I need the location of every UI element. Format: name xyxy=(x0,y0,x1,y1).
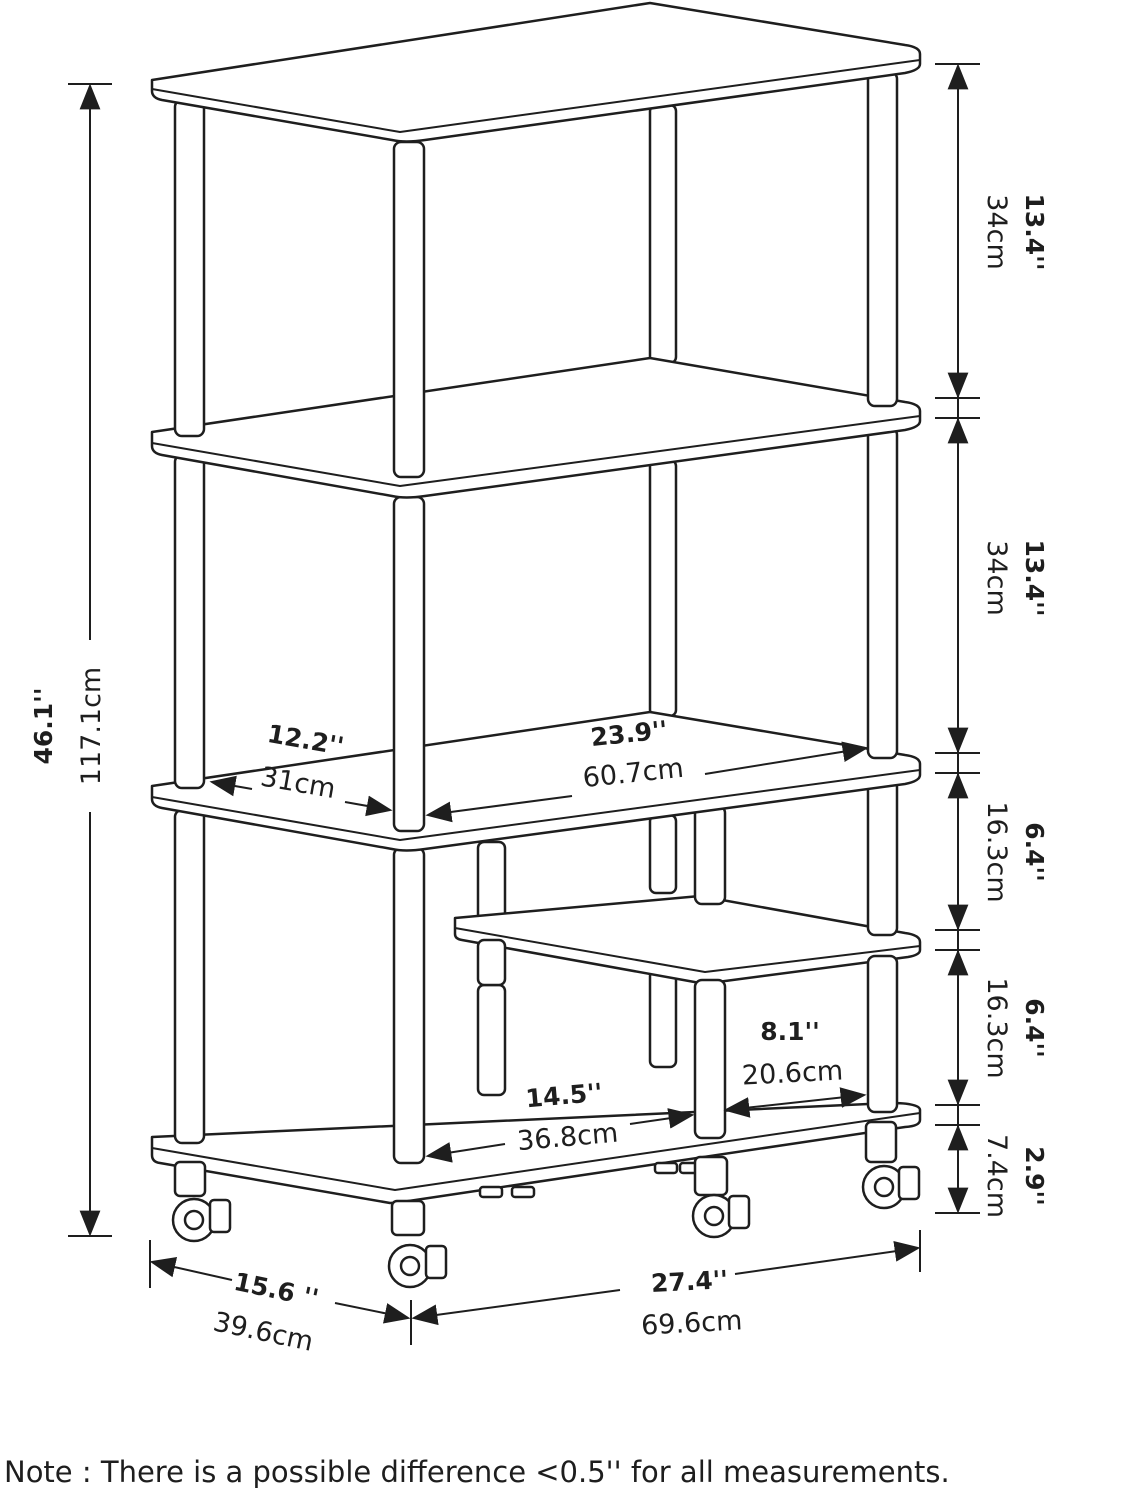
front-posts-lower xyxy=(173,778,899,1165)
second-shelf xyxy=(150,356,922,499)
small-shelf xyxy=(453,894,922,987)
second-gap-inch-label: 13.4'' xyxy=(1020,540,1049,617)
fourth-gap-cm-label: 16.3cm xyxy=(981,977,1012,1078)
front-posts-middle xyxy=(173,426,899,833)
bottom-gap-inch-label: 2.9'' xyxy=(1020,1146,1049,1206)
overall-width-cm-label: 69.6cm xyxy=(640,1305,743,1341)
overall-width-inch-label: 27.4'' xyxy=(650,1265,728,1298)
shelf-unit-drawing xyxy=(150,1,922,1289)
top-shelf xyxy=(150,1,922,143)
dimension-lines xyxy=(68,63,980,1345)
total-height-inch-label: 46.1'' xyxy=(29,688,58,765)
caster-wheels xyxy=(171,1120,921,1289)
third-shelf xyxy=(150,710,922,852)
top-gap-cm-label: 34cm xyxy=(981,194,1012,270)
bottom-shelf xyxy=(150,1101,922,1205)
fourth-gap-inch-label: 6.4'' xyxy=(1020,998,1049,1058)
overall-depth-cm-label: 39.6cm xyxy=(210,1306,315,1357)
third-gap-inch-label: 6.4'' xyxy=(1020,822,1049,882)
front-posts-upper xyxy=(173,70,899,479)
third-gap-cm-label: 16.3cm xyxy=(981,801,1012,902)
top-gap-inch-label: 13.4'' xyxy=(1020,194,1049,271)
lower-opening-inch-label: 14.5'' xyxy=(524,1078,603,1114)
bottom-gap-cm-label: 7.4cm xyxy=(981,1134,1012,1218)
back-posts xyxy=(476,103,678,1097)
overall-depth-inch-label: 15.6 '' xyxy=(231,1267,321,1313)
second-gap-cm-label: 34cm xyxy=(981,540,1012,616)
measurement-note: Note : There is a possible difference <0… xyxy=(4,1455,950,1489)
small-shelf-depth-inch-label: 8.1'' xyxy=(760,1017,820,1046)
small-shelf-depth-cm-label: 20.6cm xyxy=(741,1055,844,1091)
dimension-labels: 46.1'' 117.1cm 13.4'' 34cm 13.4'' 34cm 6… xyxy=(29,194,1049,1358)
shelf-depth-inch-label: 12.2'' xyxy=(265,719,346,761)
total-height-cm-label: 117.1cm xyxy=(76,667,107,785)
